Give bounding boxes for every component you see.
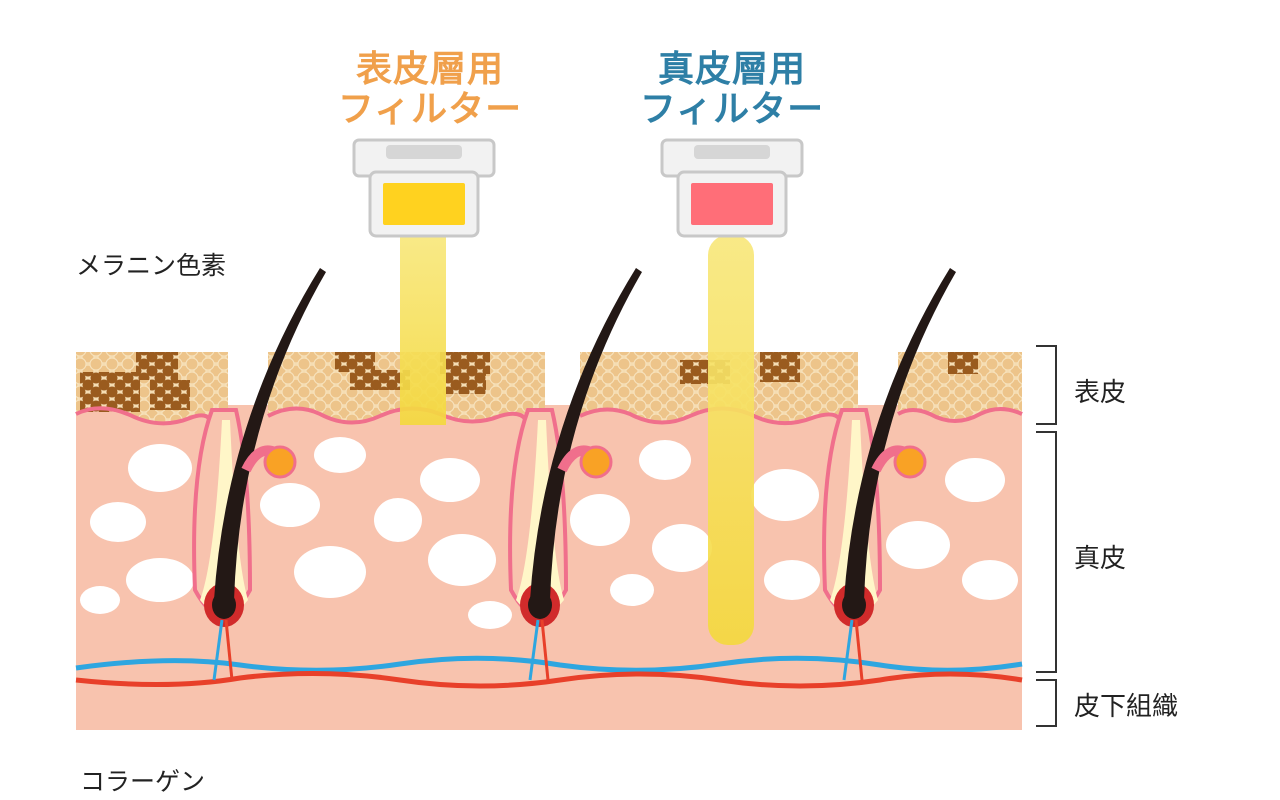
- hair-follicle-2: [508, 268, 642, 681]
- epidermis-filter-title-line2: フィルター: [337, 89, 523, 130]
- subcutaneous-layer-label: 皮下組織: [1074, 692, 1179, 722]
- dermis-filter-title-line2: フィルター: [639, 89, 825, 130]
- dermis-filter-head: [660, 138, 804, 238]
- dermis-light-beam: [708, 235, 754, 645]
- dermis-layer-label: 真皮: [1074, 544, 1127, 574]
- epidermis-filter-title-line1: 表皮層用: [355, 49, 504, 90]
- epidermis-filter-head: [352, 138, 496, 238]
- dermis-filter-title: 真皮層用 フィルター: [632, 50, 832, 130]
- dermis-bracket: [1036, 431, 1057, 673]
- epidermis-layer-label: 表皮: [1074, 378, 1127, 408]
- hair-follicle-3: [822, 268, 956, 681]
- collagen-label: コラーゲン: [80, 767, 206, 796]
- epidermis-filter-title: 表皮層用 フィルター: [330, 50, 530, 130]
- collagen-blobs: [80, 437, 1018, 629]
- hair-follicle-1: [192, 268, 326, 681]
- epidermis-bracket: [1036, 345, 1057, 425]
- subcutaneous-bracket: [1036, 679, 1057, 727]
- melanin-label: メラニン色素: [76, 251, 227, 280]
- artery-line: [75, 670, 1023, 689]
- dermis-filter-title-line1: 真皮層用: [657, 49, 806, 90]
- vein-line: [75, 655, 1023, 673]
- epidermis-light-beam: [400, 235, 446, 425]
